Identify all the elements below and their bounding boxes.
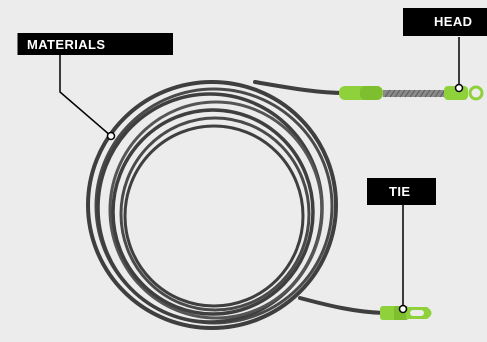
head-label-edge [403, 32, 487, 36]
tie-label: TIE [367, 178, 436, 205]
leader-lines [59, 37, 460, 307]
coil-loop-4 [108, 100, 324, 320]
tie-label-box [367, 178, 436, 205]
head-wire-strands [384, 89, 446, 98]
head-label-text: HEAD [434, 14, 472, 29]
materials-label-text: MATERIALS [27, 37, 105, 52]
coil-loop-inner [119, 116, 311, 312]
materials-label: MATERIALS [16, 33, 173, 55]
materials-leader-line [59, 53, 112, 137]
leader-markers [106, 83, 464, 314]
head-label-box [403, 8, 487, 34]
head-eye-ring [468, 85, 484, 101]
materials-label-box [17, 33, 173, 55]
tie-loop-slot [410, 310, 424, 316]
materials-marker [106, 131, 116, 141]
coil-loop-outer [86, 80, 338, 330]
head-wire-rope [383, 90, 445, 97]
coil-loop-5 [111, 108, 315, 316]
cable-lead-to-tie [298, 296, 386, 315]
tie-marker [398, 304, 408, 314]
head-sleeve-shade [360, 86, 382, 100]
head-marker [454, 83, 464, 93]
coil-loop-core [123, 124, 305, 308]
cable-lead-to-head [253, 80, 347, 95]
cable-coil [86, 80, 338, 330]
head-label: HEAD [403, 8, 487, 36]
tie-label-text: TIE [389, 184, 410, 199]
